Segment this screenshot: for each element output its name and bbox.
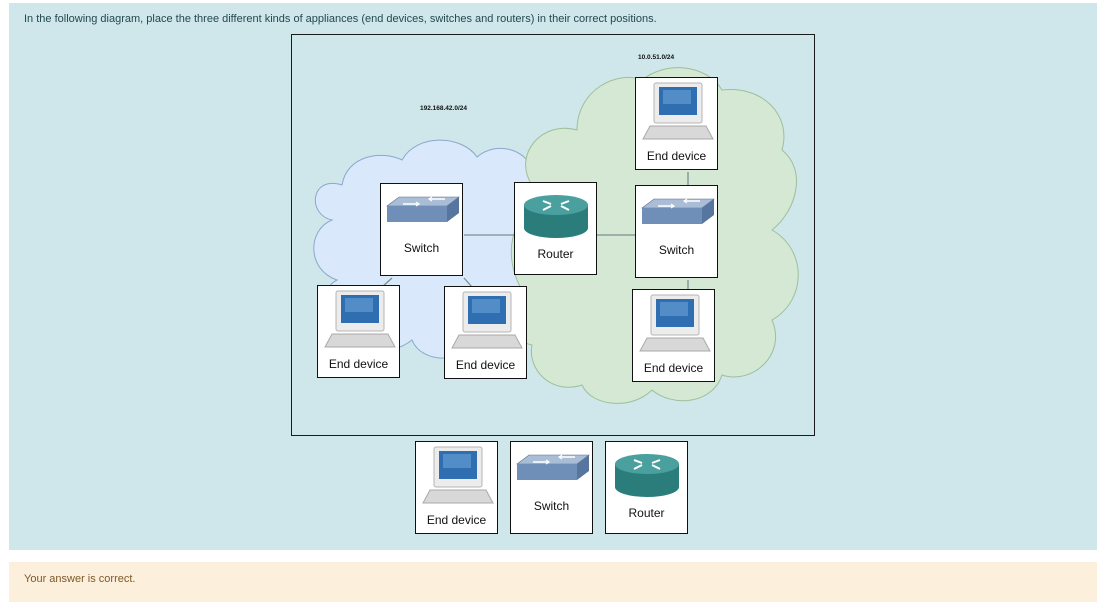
placed-switch-left[interactable]: Switch [380, 183, 463, 276]
switch-icon [641, 198, 715, 224]
question-text: In the following diagram, place the thre… [24, 13, 657, 25]
placed-switch-left-label: Switch [403, 241, 440, 255]
feedback-panel: Your answer is correct. [9, 562, 1097, 602]
placed-router[interactable]: Router [514, 182, 597, 275]
pc-icon [639, 294, 711, 352]
choice-end-device-label: End device [426, 513, 487, 527]
placed-end-device-bottom-left[interactable]: End device [317, 285, 400, 378]
placed-switch-right-label: Switch [658, 243, 695, 257]
placed-switch-right[interactable]: Switch [635, 185, 718, 278]
choice-router-label: Router [628, 506, 665, 520]
question-panel: In the following diagram, place the thre… [9, 3, 1097, 550]
pc-icon [642, 82, 714, 140]
placed-end-device-top-right[interactable]: End device [635, 77, 718, 170]
choice-router[interactable]: Router [605, 441, 688, 534]
switch-icon [386, 196, 460, 222]
choice-switch-label: Switch [533, 499, 570, 513]
subnet-label-right: 10.0.51.0/24 [638, 54, 675, 61]
network-diagram: 192.168.42.0/24 10.0.51.0/24 Switch Rout… [291, 34, 815, 436]
placed-end-device-bottom-middle-label: End device [455, 358, 516, 372]
placed-end-device-bottom-right-label: End device [643, 361, 704, 375]
subnet-label-left: 192.168.42.0/24 [420, 105, 467, 112]
placed-end-device-top-right-label: End device [646, 149, 707, 163]
pc-icon [451, 291, 523, 349]
router-icon [615, 454, 679, 497]
choice-switch[interactable]: Switch [510, 441, 593, 534]
pc-icon [422, 446, 494, 504]
switch-icon [516, 454, 590, 480]
pc-icon [324, 290, 396, 348]
choice-end-device[interactable]: End device [415, 441, 498, 534]
feedback-text: Your answer is correct. [24, 573, 136, 585]
placed-end-device-bottom-left-label: End device [328, 357, 389, 371]
placed-router-label: Router [537, 247, 574, 261]
placed-end-device-bottom-right[interactable]: End device [632, 289, 715, 382]
placed-end-device-bottom-middle[interactable]: End device [444, 286, 527, 379]
router-icon [524, 195, 588, 238]
